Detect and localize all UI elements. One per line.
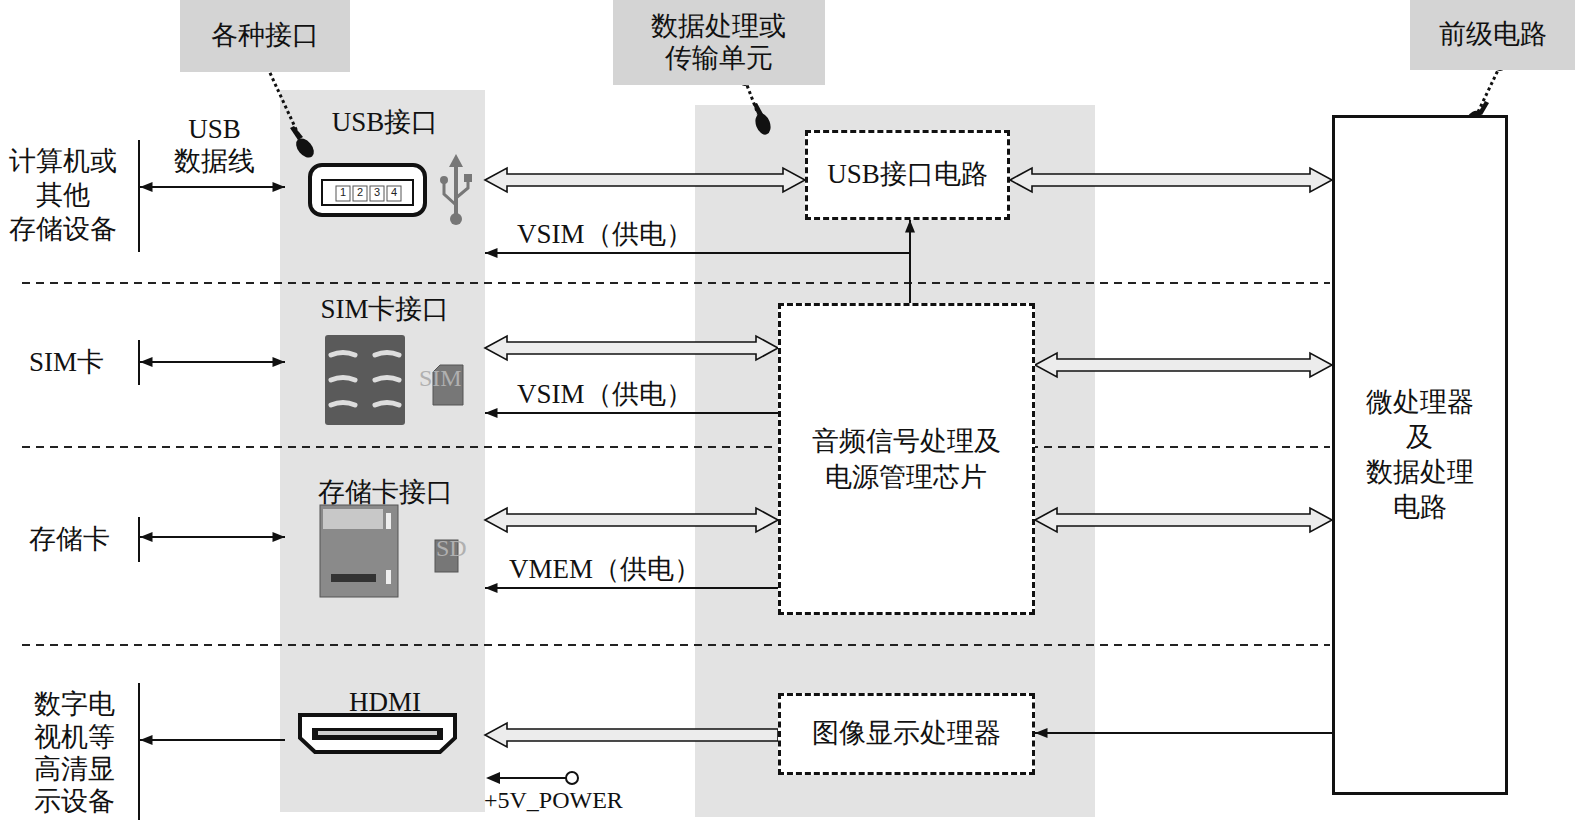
bus-arrow bbox=[1035, 508, 1332, 532]
hdmi-port-icon bbox=[300, 715, 455, 752]
interface-port: HDMI bbox=[285, 680, 485, 740]
pin-number: 4 bbox=[389, 186, 399, 199]
processor-block: 图像显示处理器 bbox=[778, 693, 1035, 775]
edge-label: VMEM（供电） bbox=[509, 553, 701, 585]
card-marking: SD bbox=[436, 534, 467, 563]
interface-band bbox=[280, 90, 485, 812]
signal-arrow bbox=[485, 412, 778, 414]
signal-arrow bbox=[140, 536, 285, 538]
signal-arrow bbox=[485, 587, 778, 589]
circuit-block: USB接口电路 bbox=[805, 130, 1010, 220]
bus-arrow bbox=[485, 168, 805, 192]
node-text: 存储卡接口 bbox=[318, 476, 453, 510]
node-text: 数字电 视机等 高清显 示设备 bbox=[29, 688, 121, 818]
signal-arrow bbox=[140, 361, 285, 363]
node-text: 微处理器 及 数据处理 电路 bbox=[1361, 385, 1480, 525]
processing-band bbox=[695, 105, 1095, 817]
interface-port: USB接口 bbox=[285, 100, 485, 228]
external-device: 存储卡 bbox=[25, 517, 140, 562]
signal-arrow bbox=[485, 253, 910, 303]
node-text: 图像显示处理器 bbox=[812, 717, 1001, 751]
sim-socket-icon bbox=[325, 335, 463, 425]
external-device: 计算机或 其他 存储设备 bbox=[0, 140, 140, 252]
pin-number: 2 bbox=[355, 186, 365, 199]
node-text: USB接口电路 bbox=[827, 158, 988, 192]
pin-number: 3 bbox=[372, 186, 382, 199]
usb-port-icon bbox=[310, 165, 425, 215]
bus-arrow bbox=[1010, 168, 1332, 192]
node-text: 存储卡 bbox=[29, 523, 110, 557]
node-text: 数据处理或 传输单元 bbox=[646, 11, 792, 73]
node-text: SIM卡 bbox=[29, 346, 104, 380]
signal-arrow bbox=[140, 186, 285, 188]
edge-label: VSIM（供电） bbox=[517, 218, 693, 250]
processor-block: 微处理器 及 数据处理 电路 bbox=[1332, 115, 1508, 795]
signal-arrow bbox=[1035, 732, 1332, 734]
node-text: HDMI bbox=[349, 686, 421, 720]
node-text: SIM卡接口 bbox=[320, 293, 449, 327]
card-marking: SIM bbox=[419, 364, 462, 393]
node-text: 前级电路 bbox=[1439, 18, 1547, 52]
node-text: USB接口 bbox=[332, 106, 439, 140]
bus-arrow bbox=[485, 508, 778, 532]
bus-arrow bbox=[1035, 353, 1332, 377]
usb-symbol bbox=[440, 154, 472, 225]
external-device: 数字电 视机等 高清显 示设备 bbox=[25, 683, 140, 820]
separator-lines bbox=[22, 283, 1330, 645]
power-label: +5V_POWER bbox=[484, 786, 623, 815]
node-text: 音频信号处理及 电源管理芯片 bbox=[807, 423, 1007, 496]
interface-port: SIM卡接口 bbox=[285, 287, 485, 437]
power-terminal bbox=[486, 772, 578, 784]
chip-block: 音频信号处理及 电源管理芯片 bbox=[778, 303, 1035, 615]
edge-label: VSIM（供电） bbox=[517, 378, 693, 410]
edge-label: USB 数据线 bbox=[166, 113, 263, 178]
bus-arrow bbox=[485, 336, 778, 360]
pin-number: 1 bbox=[338, 186, 348, 199]
callout-tag: 数据处理或 传输单元 bbox=[613, 0, 825, 85]
callout-tag: 前级电路 bbox=[1410, 0, 1575, 70]
node-text: 计算机或 其他 存储设备 bbox=[4, 145, 123, 246]
signal-arrow bbox=[140, 739, 285, 741]
bus-arrow bbox=[485, 723, 778, 747]
node-text: 各种接口 bbox=[211, 19, 319, 53]
callout-tag: 各种接口 bbox=[180, 0, 350, 72]
external-device: SIM卡 bbox=[25, 340, 140, 385]
